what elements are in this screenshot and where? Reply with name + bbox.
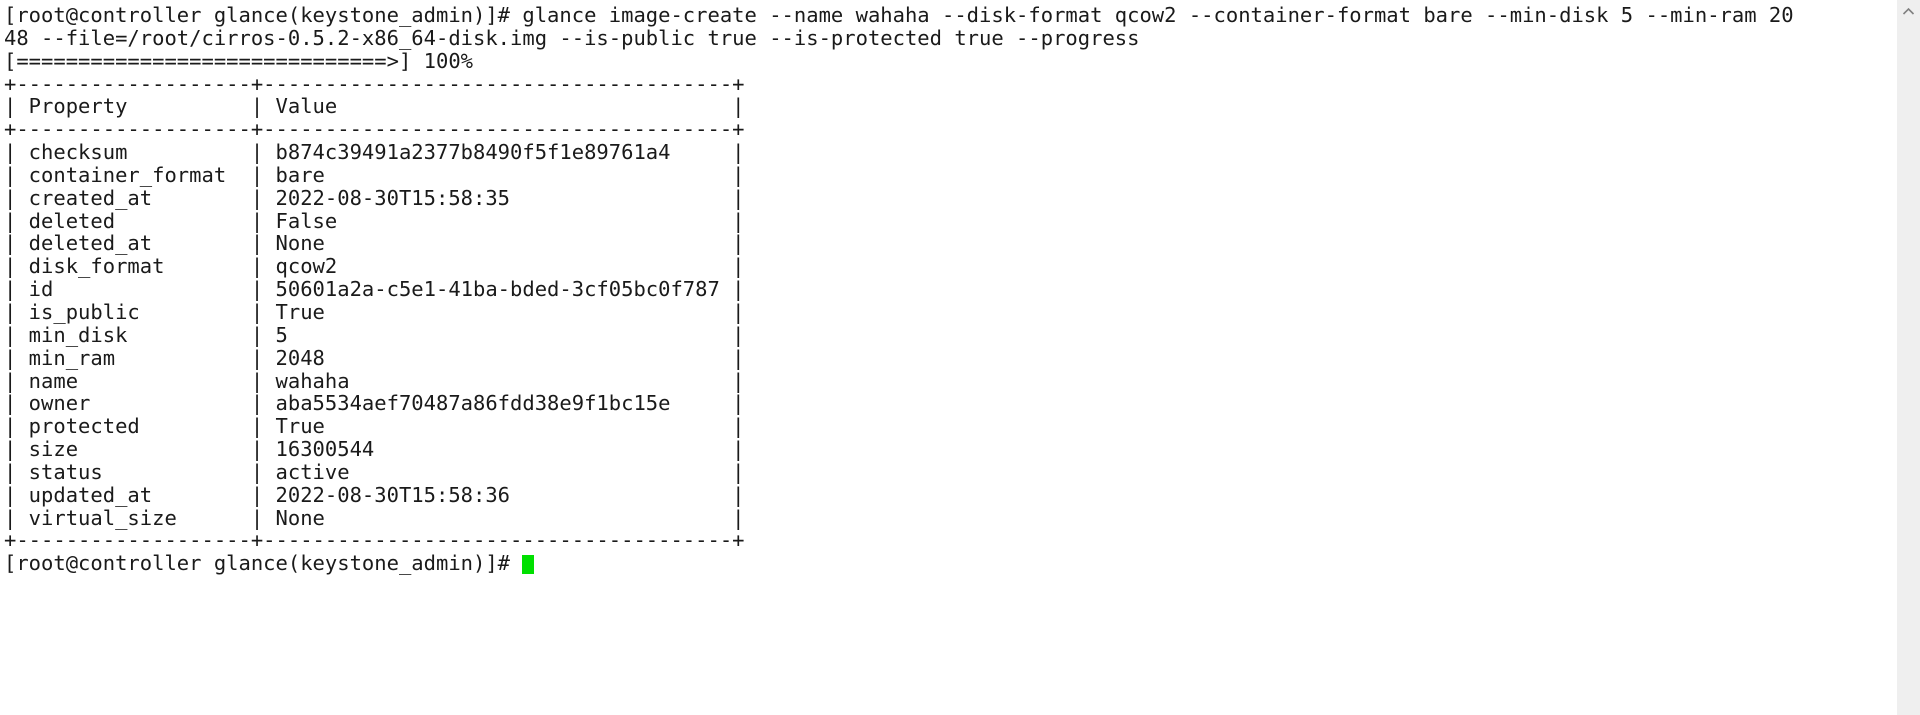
table-row: | protected | True | — [4, 414, 745, 439]
table-row: | min_ram | 2048 | — [4, 345, 745, 370]
shell-prompt: [root@controller glance(keystone_admin)]… — [4, 551, 523, 576]
table-row: | status | active | — [4, 459, 745, 484]
table-header-border: +-------------------+-------------------… — [4, 117, 745, 142]
table-row: | container_format | bare | — [4, 162, 745, 187]
table-row: | is_public | True | — [4, 299, 745, 324]
table-row: | deleted_at | None | — [4, 231, 745, 256]
table-row: | id | 50601a2a-c5e1-41ba-bded-3cf05bc0f… — [4, 277, 745, 302]
command-line-1: [root@controller glance(keystone_admin)]… — [4, 3, 1794, 27]
table-header-row: | Property | Value | — [4, 95, 1897, 118]
table-header-cells: | Property | Value | — [4, 94, 745, 119]
table-body: | checksum | b874c39491a2377b8490f5f1e89… — [4, 141, 1897, 529]
table-row: | min_disk | 5 | — [4, 322, 745, 347]
chevron-up-icon — [1902, 7, 1915, 16]
progress-bar-line: [==============================>] 100% — [4, 48, 473, 73]
scrollbar-up-arrow-button[interactable] — [1897, 0, 1920, 22]
table-row: | size | 16300544 | — [4, 437, 745, 462]
table-row: | checksum | b874c39491a2377b8490f5f1e89… — [4, 140, 745, 165]
table-row: | created_at | 2022-08-30T15:58:35 | — [4, 185, 745, 210]
command-line-2: 48 --file=/root/cirros-0.5.2-x86_64-disk… — [4, 25, 1140, 50]
final-prompt-line: [root@controller glance(keystone_admin)]… — [4, 552, 1897, 575]
table-row: | virtual_size | None | — [4, 505, 745, 530]
table-bottom-border: +-------------------+-------------------… — [4, 528, 745, 553]
table-row: | disk_format | qcow2 | — [4, 254, 745, 279]
table-row: | name | wahaha | — [4, 368, 745, 393]
table-row: | owner | aba5534aef70487a86fdd38e9f1bc1… — [4, 391, 745, 416]
table-top-border: +-------------------+-------------------… — [4, 71, 745, 96]
vertical-scrollbar[interactable] — [1897, 0, 1920, 715]
text-cursor — [522, 555, 535, 575]
table-row: | updated_at | 2022-08-30T15:58:36 | — [4, 482, 745, 507]
table-row: | deleted | False | — [4, 208, 745, 233]
